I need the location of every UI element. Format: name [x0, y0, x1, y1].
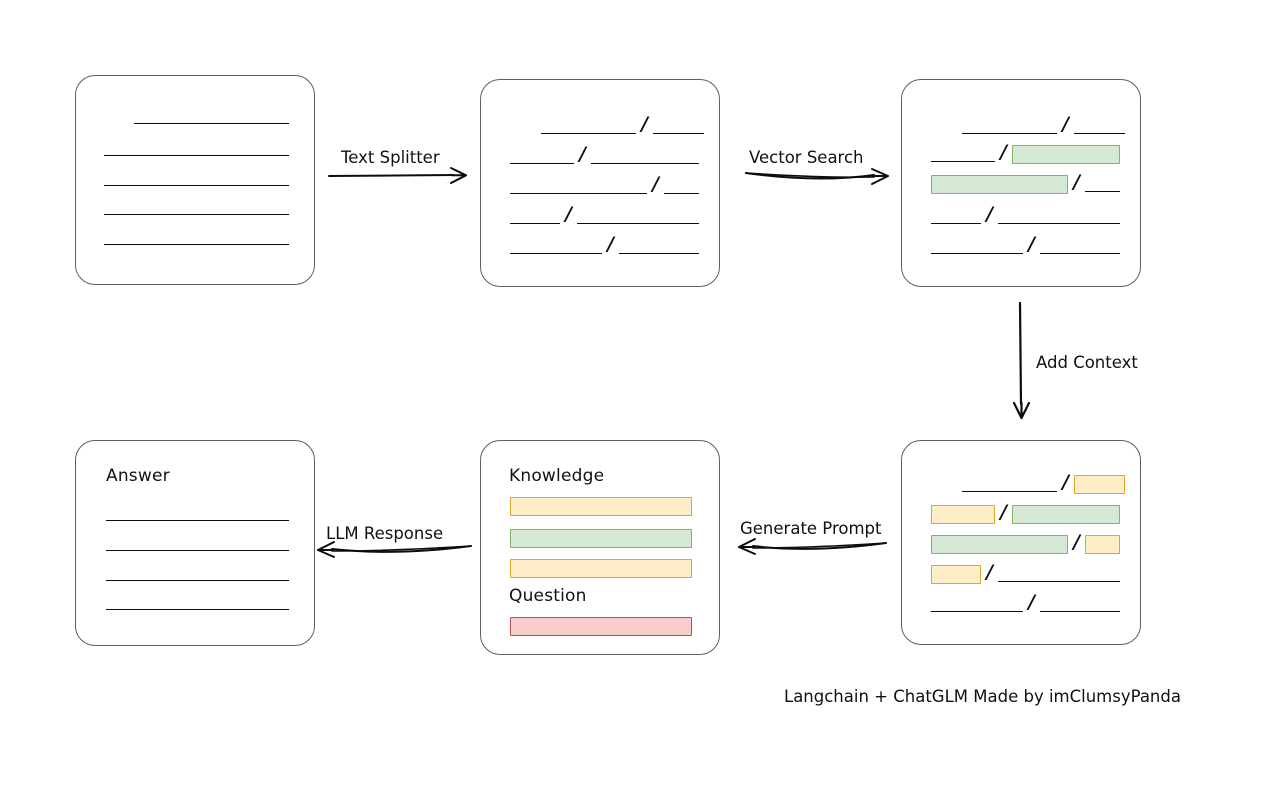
context-row-1-separator: /: [1062, 471, 1069, 493]
retrieved-row-2-separator: /: [1000, 141, 1007, 163]
question-bar-1: [510, 617, 692, 636]
arrow-vector-search-label: Vector Search: [749, 148, 864, 167]
arrow-generate-prompt-label: Generate Prompt: [740, 519, 882, 538]
retrieved-row-1-segment-a: [962, 133, 1057, 134]
answer-box: Answer: [75, 440, 315, 646]
source-line-1: [134, 123, 289, 124]
arrow-text-splitter: [325, 145, 470, 190]
split-row-4: /: [510, 203, 699, 226]
context-row-3-highlight-green: [931, 534, 1068, 554]
source-line-5: [104, 244, 289, 245]
context-row-3-separator: /: [1073, 531, 1080, 553]
retrieved-row-1-segment-b: [1073, 133, 1125, 134]
retrieved-row-3: /: [931, 171, 1120, 194]
knowledge-bar-3: [510, 559, 692, 578]
footer-credit: Langchain + ChatGLM Made by imClumsyPand…: [784, 687, 1181, 706]
split-row-3: /: [510, 173, 699, 196]
answer-line-3: [106, 580, 289, 581]
context-row-4-separator: /: [986, 561, 993, 583]
split-row-2: /: [510, 143, 699, 166]
split-row-1: /: [541, 113, 704, 136]
arrow-add-context: [1000, 300, 1050, 420]
retrieved-row-4-separator: /: [986, 203, 993, 225]
split-row-5-separator: /: [607, 233, 614, 255]
context-row-2-highlight-green: [1011, 504, 1120, 524]
context-row-5-segment-a: [931, 611, 1023, 612]
retrieved-row-1-separator: /: [1062, 113, 1069, 135]
split-row-3-separator: /: [652, 173, 659, 195]
context-chunks-box: / / / / /: [901, 440, 1141, 645]
source-line-3: [104, 185, 289, 186]
prompt-box: Knowledge Question: [480, 440, 720, 655]
llm-response-arrow-svg: [317, 541, 472, 558]
generate-prompt-arrow-svg: [738, 538, 887, 555]
retrieved-row-2-segment-a: [931, 161, 995, 162]
context-row-4: /: [931, 561, 1120, 584]
split-row-4-segment-b: [576, 223, 699, 224]
arrow-add-context-label: Add Context: [1036, 353, 1138, 372]
split-row-2-separator: /: [579, 143, 586, 165]
answer-line-1: [106, 520, 289, 521]
retrieved-row-5-separator: /: [1028, 233, 1035, 255]
context-row-2-highlight-yellow: [931, 504, 995, 524]
context-row-1-segment-a: [962, 491, 1057, 492]
question-label: Question: [509, 586, 587, 606]
split-row-5: /: [510, 233, 699, 256]
split-row-3-segment-a: [510, 193, 647, 194]
knowledge-bar-1: [510, 497, 692, 516]
source-document-box: [75, 75, 315, 285]
context-row-4-segment-b: [997, 581, 1120, 582]
split-row-1-segment-a: [541, 133, 636, 134]
split-row-1-segment-b: [652, 133, 704, 134]
split-row-3-segment-b: [663, 193, 699, 194]
answer-line-4: [106, 609, 289, 610]
source-line-2: [104, 155, 289, 156]
context-row-5-separator: /: [1028, 591, 1035, 613]
split-row-5-segment-b: [618, 253, 699, 254]
context-row-5: /: [931, 591, 1120, 614]
retrieved-row-4-segment-b: [997, 223, 1120, 224]
context-row-1-highlight-yellow: [1073, 474, 1125, 494]
add-context-arrow-svg: [1012, 301, 1031, 420]
split-row-2-segment-a: [510, 163, 574, 164]
context-row-3-highlight-yellow: [1084, 534, 1120, 554]
vector-search-arrow-svg: [745, 168, 889, 185]
context-row-2-separator: /: [1000, 501, 1007, 523]
arrow-text-splitter-label: Text Splitter: [341, 148, 440, 167]
context-row-2: /: [931, 501, 1120, 524]
text-splitter-arrow-svg: [328, 167, 467, 184]
split-row-4-segment-a: [510, 223, 560, 224]
retrieved-row-3-highlight-green: [931, 174, 1068, 194]
retrieved-row-4-segment-a: [931, 223, 981, 224]
context-row-5-segment-b: [1039, 611, 1120, 612]
retrieved-row-4: /: [931, 203, 1120, 226]
knowledge-label: Knowledge: [509, 466, 605, 486]
retrieved-row-3-separator: /: [1073, 171, 1080, 193]
split-row-4-separator: /: [565, 203, 572, 225]
retrieved-row-3-segment-b: [1084, 191, 1120, 192]
answer-line-2: [106, 550, 289, 551]
arrow-llm-response-label: LLM Response: [326, 524, 444, 543]
retrieved-row-1: /: [962, 113, 1125, 136]
answer-label: Answer: [106, 466, 170, 486]
source-line-4: [104, 214, 289, 215]
context-row-1: /: [962, 471, 1125, 494]
knowledge-bar-2: [510, 529, 692, 548]
split-row-1-separator: /: [641, 113, 648, 135]
context-row-3: /: [931, 531, 1120, 554]
arrow-vector-search: [742, 145, 892, 190]
context-row-4-highlight-yellow: [931, 564, 981, 584]
retrieved-row-5-segment-a: [931, 253, 1023, 254]
split-chunks-box: / / / / /: [480, 79, 720, 287]
split-row-5-segment-a: [510, 253, 602, 254]
retrieved-row-5-segment-b: [1039, 253, 1120, 254]
retrieved-row-2-highlight-green: [1011, 144, 1120, 164]
arrow-generate-prompt: [735, 515, 890, 560]
arrow-llm-response: [315, 518, 475, 563]
retrieved-chunks-box: / / / / /: [901, 79, 1141, 287]
retrieved-row-5: /: [931, 233, 1120, 256]
retrieved-row-2: /: [931, 141, 1120, 164]
split-row-2-segment-b: [590, 163, 699, 164]
